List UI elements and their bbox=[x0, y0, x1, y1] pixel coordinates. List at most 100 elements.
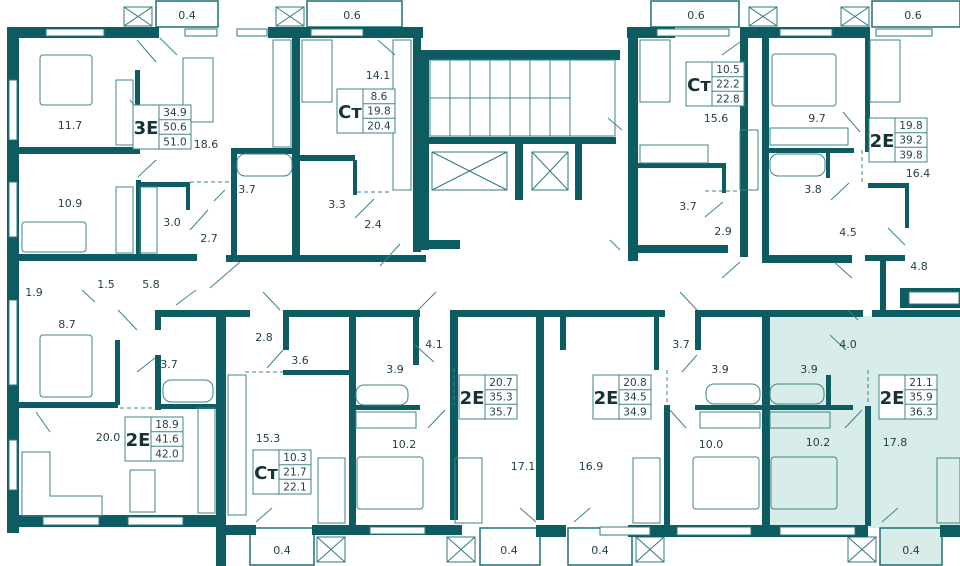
walls bbox=[7, 27, 960, 566]
kitchen bbox=[639, 144, 709, 164]
badge-frame bbox=[132, 104, 192, 150]
living-area: 18.9 bbox=[155, 419, 178, 431]
unit-type: Ст bbox=[254, 463, 278, 484]
bathtub bbox=[355, 384, 409, 406]
living-area: 10.3 bbox=[283, 452, 306, 464]
badge-frame bbox=[592, 374, 652, 420]
room-area: 1.5 bbox=[97, 278, 115, 291]
room-area: 3.6 bbox=[291, 354, 309, 367]
total-area-with-balcony: 20.4 bbox=[367, 120, 391, 132]
room-area: 2.4 bbox=[364, 218, 382, 231]
bed bbox=[21, 221, 87, 253]
room-area: 4.8 bbox=[910, 260, 928, 273]
total-area: 22.2 bbox=[716, 79, 739, 91]
wardrobe bbox=[115, 186, 134, 254]
room-area: 10.2 bbox=[392, 438, 417, 451]
sofa bbox=[632, 457, 661, 524]
total-area-with-balcony: 42.0 bbox=[155, 448, 178, 460]
total-area: 41.6 bbox=[155, 434, 179, 446]
room-area: 11.7 bbox=[58, 119, 83, 132]
living-area: 19.8 bbox=[899, 120, 922, 132]
room-area: 10.0 bbox=[699, 438, 724, 451]
wardrobe bbox=[769, 127, 849, 146]
room-area: 18.6 bbox=[194, 138, 219, 151]
highlighted-balcony bbox=[880, 528, 942, 566]
sofa bbox=[454, 457, 483, 524]
elevator-shafts bbox=[431, 151, 569, 191]
room-area: 4.5 bbox=[839, 226, 857, 239]
sofa bbox=[317, 457, 346, 524]
total-area-with-balcony: 35.7 bbox=[489, 406, 512, 418]
bed bbox=[692, 456, 760, 510]
highlighted-apartment[interactable] bbox=[768, 316, 960, 528]
wardrobe bbox=[699, 411, 761, 429]
badge-frame bbox=[124, 416, 184, 462]
total-area-with-balcony: 22.1 bbox=[283, 481, 306, 493]
room-area: 3.9 bbox=[711, 363, 729, 376]
sofa bbox=[301, 39, 333, 103]
bed bbox=[39, 334, 93, 398]
sofa bbox=[639, 39, 671, 103]
bed bbox=[770, 456, 838, 510]
kitchen bbox=[227, 374, 247, 516]
bed bbox=[39, 54, 93, 106]
unit-badges: 3E34.950.651.0Ст8.619.820.4Ст10.522.222.… bbox=[124, 61, 938, 495]
room-area-labels: 0.4 0.6 0.6 0.6 11.7 18.6 14.1 10.9 3.7 … bbox=[25, 9, 930, 557]
room-area: 3.9 bbox=[386, 363, 404, 376]
room-area: 3.7 bbox=[160, 358, 178, 371]
room-area: 0.4 bbox=[178, 9, 196, 22]
unit-type: 2E bbox=[880, 388, 905, 409]
total-area-with-balcony: 34.9 bbox=[623, 406, 646, 418]
dining-table bbox=[129, 469, 156, 513]
room-area: 3.7 bbox=[679, 200, 697, 213]
sofa bbox=[182, 57, 214, 123]
room-area: 3.8 bbox=[804, 183, 822, 196]
room-area: 4.1 bbox=[425, 338, 443, 351]
room-area: 10.2 bbox=[806, 436, 831, 449]
room-area: 3.0 bbox=[163, 216, 181, 229]
room-area: 0.6 bbox=[904, 9, 922, 22]
total-area: 35.9 bbox=[909, 392, 932, 404]
kitchen bbox=[272, 39, 292, 148]
unit-type: 3E bbox=[134, 118, 159, 139]
room-area: 0.6 bbox=[343, 9, 361, 22]
room-area: 17.1 bbox=[511, 460, 536, 473]
wardrobe bbox=[769, 411, 831, 429]
badge-frame bbox=[252, 449, 312, 495]
total-area: 19.8 bbox=[367, 106, 390, 118]
room-area: 0.4 bbox=[500, 544, 518, 557]
sofa bbox=[869, 39, 901, 103]
total-area: 34.5 bbox=[623, 392, 646, 404]
room-area: 0.6 bbox=[687, 9, 705, 22]
unit-type: Ст bbox=[687, 75, 711, 96]
bathtub bbox=[769, 153, 826, 177]
unit-badge[interactable]: 2E 20.8 34.5 34.9 bbox=[592, 374, 652, 420]
unit-badge[interactable]: Ст8.619.820.4 bbox=[336, 88, 396, 134]
room-area: 2.8 bbox=[255, 331, 273, 344]
room-area: 1.9 bbox=[25, 286, 43, 299]
total-area-with-balcony: 39.8 bbox=[899, 149, 922, 161]
living-area: 20.8 bbox=[623, 377, 646, 389]
living-area: 21.1 bbox=[909, 377, 932, 389]
room-area: 3.3 bbox=[328, 198, 346, 211]
wardrobe bbox=[139, 186, 158, 254]
bed bbox=[771, 53, 837, 107]
room-area: 3.7 bbox=[672, 338, 690, 351]
windows bbox=[8, 28, 960, 536]
total-area-with-balcony: 51.0 bbox=[163, 136, 186, 148]
room-area: 20.0 bbox=[96, 431, 121, 444]
living-area: 20.7 bbox=[489, 377, 512, 389]
badge-frame bbox=[336, 88, 396, 134]
room-area: 5.8 bbox=[142, 278, 160, 291]
unit-type: 2E bbox=[594, 388, 619, 409]
bathtub bbox=[236, 153, 293, 177]
room-area: 0.4 bbox=[591, 544, 609, 557]
